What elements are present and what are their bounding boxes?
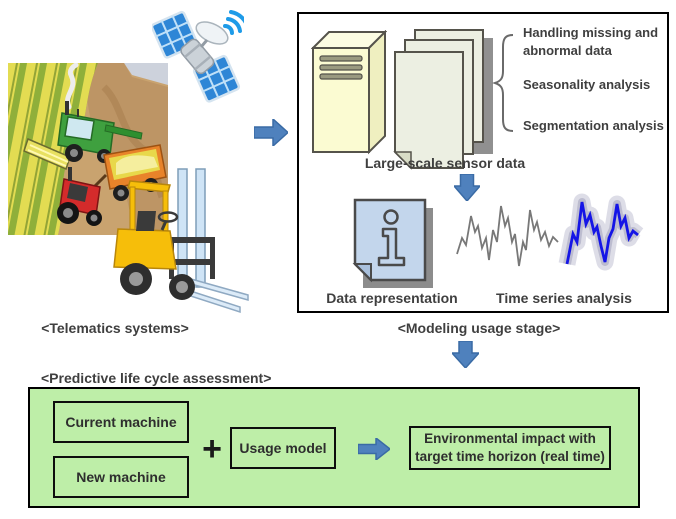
signal-waves-icon [223,10,244,35]
analysis-item-handling: Handling missing and abnormal data [523,25,659,58]
arrow-down-icon [454,174,480,201]
environmental-impact-box: Environmental impact with target time ho… [409,426,611,470]
info-dot [383,209,399,225]
modeling-usage-stage-label: <Modeling usage stage> [397,320,561,336]
info-stem [377,227,406,267]
new-machine-box: New machine [53,456,189,498]
arrow-right-icon [358,438,390,460]
current-machine-label: Current machine [65,414,177,430]
plus-icon: + [202,430,222,468]
satellite-dish [195,21,229,45]
sensor-data-label: Large-scale sensor data [364,155,526,171]
environmental-impact-label: Environmental impact with target time ho… [415,430,605,466]
usage-model-box: Usage model [230,427,336,469]
satellite-icon [152,10,244,103]
usage-model-label: Usage model [239,440,327,456]
modeling-usage-stage-box: Handling missing and abnormal data Seaso… [297,12,669,313]
time-series-icon [456,193,644,271]
combine-harvester [23,101,143,171]
arrow-down-icon [452,341,479,368]
impact-line-1: Environmental impact with [424,431,596,446]
time-series-label: Time series analysis [496,290,632,306]
smoke [65,63,79,110]
telematics-label: <Telematics systems> [41,320,189,336]
time-series-gray-line [456,205,559,267]
server-icon [311,30,387,155]
info-document-icon [352,198,433,288]
new-machine-label: New machine [76,469,166,485]
time-series-blue-line [565,201,639,265]
red-tractor [57,167,102,226]
analysis-item-seasonality: Seasonality analysis [523,77,651,92]
data-representation-label: Data representation [326,290,458,306]
forklift-icon [113,168,249,314]
impact-line-2: target time horizon (real time) [415,449,605,464]
assessment-panel: Current machine New machine + Usage mode… [28,387,640,508]
arrow-right-icon [254,119,288,146]
brace-icon [492,34,514,132]
satellite-body [180,38,215,75]
documents-stack-icon [393,29,493,170]
assessment-label: <Predictive life cycle assessment> [41,370,272,386]
current-machine-box: Current machine [53,401,189,443]
analysis-item-segmentation: Segmentation analysis [523,118,664,133]
farm-machinery-illustration [8,63,168,235]
